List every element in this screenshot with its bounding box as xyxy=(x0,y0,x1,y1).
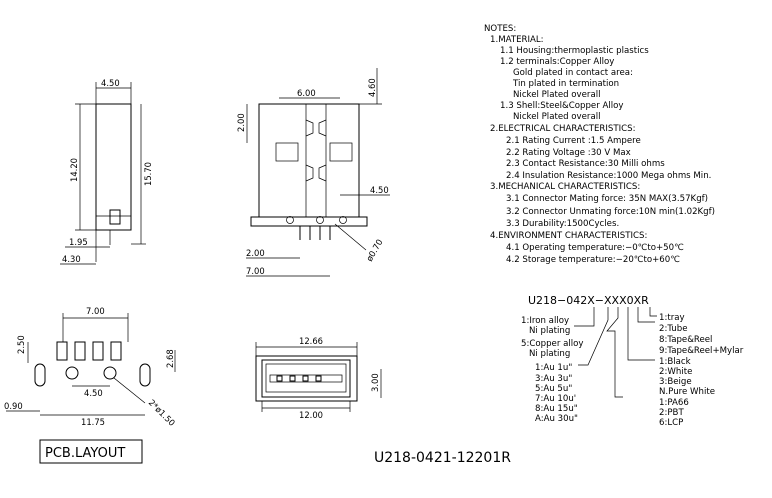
color-option: 2:White xyxy=(659,367,692,377)
dim-pin-span: 7.00 xyxy=(246,266,265,276)
note-line: Nickel Plated overall xyxy=(513,112,601,122)
note-line: 1.1 Housing:thermoplastic plastics xyxy=(500,46,649,56)
color-option: 3:Beige xyxy=(659,377,692,387)
plating-option: 5:Au 5u" xyxy=(535,384,572,394)
dim-pcb-edge: 0.90 xyxy=(4,401,23,411)
material-option: Ni plating xyxy=(529,326,570,336)
color-option: 1:Black xyxy=(659,357,691,367)
dim-top-right: 4.50 xyxy=(370,185,389,195)
dim-side-bottom-1: 1.95 xyxy=(69,237,88,247)
dim-front-height: 3.00 xyxy=(370,373,380,392)
plating-option: 3:Au 3u" xyxy=(535,374,572,384)
plating-option: 1:Au 1u" xyxy=(535,363,572,373)
note-line: 2.3 Contact Resistance:30 Milli ohms xyxy=(506,159,665,169)
dim-side-height-1: 14.20 xyxy=(69,158,79,182)
dim-pcb-hole: 2*ø1.50 xyxy=(147,397,178,428)
pcb-layout-view: 7.00 2.50 2.68 4.50 0.90 11.75 2*ø1.50 xyxy=(4,306,177,428)
dim-pcb-left: 2.50 xyxy=(16,335,26,354)
note-line: 3.1 Connector Mating force: 35N MAX(3.57… xyxy=(506,194,708,204)
notes-header: NOTES: xyxy=(484,24,516,34)
material-option: 5:Copper alloy xyxy=(521,339,583,349)
note-line: 3.3 Durability:1500Cycles. xyxy=(506,219,619,229)
housing-option: 2:PBT xyxy=(659,408,684,418)
housing-option: 6:LCP xyxy=(659,418,683,428)
note-line: 4.1 Operating temperature:−0℃to+50℃ xyxy=(506,243,684,253)
packing-option: 2:Tube xyxy=(659,324,688,334)
note-line: 2.1 Rating Current :1.5 Ampere xyxy=(506,136,641,146)
housing-option: 1:PA66 xyxy=(659,398,689,408)
note-line: 4.2 Storage temperature:−20℃to+60℃ xyxy=(506,255,680,265)
plating-option: A:Au 30u" xyxy=(535,414,578,424)
note-line: 1.MATERIAL: xyxy=(490,35,544,45)
dim-top-left: 2.00 xyxy=(236,113,246,132)
dim-pcb-total: 11.75 xyxy=(81,417,105,427)
packing-option: 1:tray xyxy=(659,313,685,323)
dim-side-width: 4.50 xyxy=(101,78,120,88)
dim-pcb-mid: 4.50 xyxy=(84,388,103,398)
note-line: 3.2 Connector Unmating force:10N min(1.0… xyxy=(506,207,715,217)
dim-top-width: 6.00 xyxy=(297,88,316,98)
dim-front-width-top: 12.66 xyxy=(299,336,323,346)
notes-block: NOTES: 1.MATERIAL: 1.1 Housing:thermopla… xyxy=(484,24,715,265)
note-line: 1.2 terminals:Copper Alloy xyxy=(500,57,614,67)
packing-option: 9:Tape&Reel+Mylar xyxy=(659,346,744,356)
note-line: 2.4 Insulation Resistance:1000 Mega ohms… xyxy=(506,171,711,181)
material-option: Ni plating xyxy=(529,349,570,359)
plating-option: 8:Au 15u" xyxy=(535,404,578,414)
plating-option: 7:Au 10u' xyxy=(535,394,576,404)
pcb-layout-label: PCB.LAYOUT xyxy=(45,446,125,461)
dim-top-height: 4.60 xyxy=(367,78,377,97)
part-number: U218-0421-12201R xyxy=(374,450,511,466)
part-code: U218−042X−XXX0XR xyxy=(528,294,649,307)
note-line: 3.MECHANICAL CHARACTERISTICS: xyxy=(490,182,640,192)
material-option: 1:Iron alloy xyxy=(521,316,569,326)
side-view: 4.50 14.20 15.70 1.95 4.30 xyxy=(60,78,153,265)
front-view: 12.66 12.00 3.00 xyxy=(255,336,382,420)
packing-option: 8:Tape&Reel xyxy=(659,335,712,345)
note-line: 2.ELECTRICAL CHARACTERISTICS: xyxy=(490,124,635,134)
dim-pcb-top: 7.00 xyxy=(86,306,105,316)
part-code-legend: U218−042X−XXX0XR 1:Iron alloy Ni plating… xyxy=(521,294,744,428)
dim-pin-dia: ø0.70 xyxy=(364,237,385,263)
note-line: 4.ENVIRONMENT CHARACTERISTICS: xyxy=(490,231,647,241)
top-view: 6.00 4.60 2.00 4.50 2.00 7.00 ø0.70 xyxy=(236,68,390,277)
note-line: Nickel Plated overall xyxy=(513,90,601,100)
pcb-layout-label-box xyxy=(39,439,143,464)
dim-front-width-bottom: 12.00 xyxy=(299,410,323,420)
note-line: Gold plated in contact area: xyxy=(513,68,633,78)
dim-side-bottom-2: 4.30 xyxy=(62,254,81,264)
dim-pin-pitch: 2.00 xyxy=(246,248,265,258)
dim-side-height-2: 15.70 xyxy=(143,162,153,186)
note-line: Tin plated in termination xyxy=(512,79,619,89)
color-option: N.Pure White xyxy=(659,387,715,397)
dim-pcb-right: 2.68 xyxy=(165,349,175,368)
note-line: 1.3 Shell:Steel&Copper Alloy xyxy=(500,101,623,111)
note-line: 2.2 Rating Voltage :30 V Max xyxy=(506,148,631,158)
